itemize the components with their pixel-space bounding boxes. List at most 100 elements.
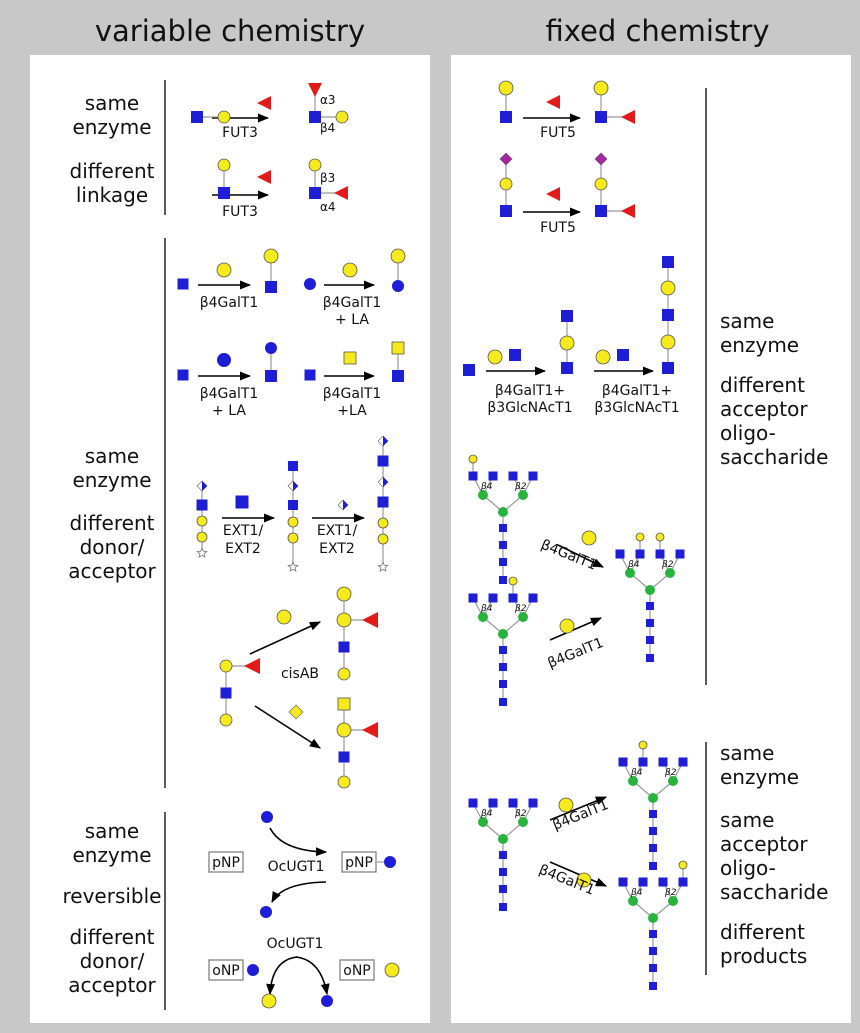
glcnac-square-icon <box>499 868 507 876</box>
enzyme-label-fut3: FUT3 <box>222 204 258 220</box>
galactose-circle-icon <box>219 713 233 727</box>
reaction-arrow <box>249 621 322 655</box>
label-linkage: linkage <box>76 183 148 207</box>
galactose-circle-icon <box>276 609 292 625</box>
enzyme-label-ext1: EXT1/ <box>317 523 358 539</box>
mannose-circle-icon <box>478 817 488 827</box>
galactose-circle-icon <box>384 962 400 978</box>
mannose-circle-icon <box>628 776 638 786</box>
fucose-triangle-icon <box>621 204 635 218</box>
fucose-triangle-icon <box>546 95 560 109</box>
glcnac-square-icon <box>646 602 654 610</box>
galactose-circle-icon <box>216 262 232 278</box>
glcnac-square-icon <box>309 187 321 199</box>
galactose-circle-icon <box>342 262 358 278</box>
label-different: different <box>70 511 155 535</box>
linkage-label: β4 <box>320 121 335 135</box>
linkage-label: α4 <box>320 200 336 214</box>
glcnac-square-icon <box>304 369 316 381</box>
glcnac-square-icon <box>265 370 277 382</box>
reaction-arrow <box>254 705 321 749</box>
glcnac-square-icon <box>377 455 389 467</box>
glcnac-square-icon <box>499 558 507 566</box>
glcnac-square-icon <box>235 495 249 509</box>
fucose-triangle-icon <box>257 96 271 110</box>
onp-label: oNP <box>343 963 370 979</box>
glcnac-square-icon <box>338 641 350 653</box>
galactose-circle-icon <box>558 797 574 813</box>
glcnac-square-icon <box>595 205 607 217</box>
galnac-square-icon <box>391 341 405 355</box>
glcnac-square-icon <box>500 205 512 217</box>
glcnac-square-icon <box>468 798 478 808</box>
label-same: same <box>85 444 139 468</box>
label-acceptor: acceptor <box>720 397 808 421</box>
galactose-circle-icon <box>336 586 352 602</box>
glcnac-square-icon <box>508 593 518 603</box>
glcnac-square-icon <box>649 964 657 972</box>
mannose-circle-icon <box>645 585 655 595</box>
galactose-circle-icon <box>678 860 688 870</box>
label-reversible: reversible <box>63 884 162 908</box>
galactose-circle-icon <box>377 533 389 545</box>
enzyme-label-ocugt1: OcUGT1 <box>268 859 325 875</box>
glcnac-square-icon <box>678 877 688 887</box>
galactose-circle-icon <box>335 110 349 124</box>
label-donor: donor/ <box>80 949 145 973</box>
mannose-circle-icon <box>478 612 488 622</box>
glcnac-square-icon <box>649 930 657 938</box>
glcnac-square-icon <box>528 798 538 808</box>
glcnac-square-icon <box>649 982 657 990</box>
label-enzyme: enzyme <box>72 468 151 492</box>
enzyme-label-cisab: cisAB <box>281 666 319 682</box>
glcnac-square-icon <box>635 549 645 559</box>
reaction-arrow <box>549 796 608 821</box>
glcnac-square-icon <box>288 500 298 510</box>
glucose-circle-icon <box>392 280 404 292</box>
reaction-arrow <box>295 956 330 996</box>
enzyme-label-la: + LA <box>335 312 369 328</box>
galactose-circle-icon <box>390 248 406 264</box>
glcnac-square-icon <box>617 349 629 361</box>
label-acceptor: acceptor <box>68 559 156 583</box>
enzyme-label-fut3: FUT3 <box>222 125 258 141</box>
glcnac-square-icon <box>218 187 230 199</box>
glucose-circle-icon <box>247 964 259 976</box>
galactose-circle-icon <box>287 516 299 528</box>
glcnac-square-icon <box>561 310 573 322</box>
reaction-arrow <box>557 544 605 568</box>
glucose-circle-icon <box>321 995 333 1007</box>
enzyme-label-b4galt1: β4GalT1 <box>200 295 259 311</box>
pnp-box <box>341 851 377 873</box>
linkage-label: β4 <box>480 809 493 819</box>
glcnac-square-icon <box>662 362 674 374</box>
galactose-circle-icon <box>468 454 478 464</box>
label-enzyme: enzyme <box>720 765 799 789</box>
mannose-circle-icon <box>478 490 488 500</box>
fucose-triangle-icon <box>362 722 378 738</box>
glcnac-square-icon <box>561 362 573 374</box>
linkage-label: β2 <box>514 482 527 492</box>
pnp-label: pNP <box>345 855 373 871</box>
galactose-circle-icon <box>263 248 279 264</box>
linkage-label: β2 <box>661 560 674 570</box>
linkage-label: β2 <box>514 604 527 614</box>
label-same: same <box>720 309 774 333</box>
glcnac-square-icon <box>658 877 668 887</box>
glcnac-square-icon <box>309 111 321 123</box>
fucose-triangle-icon <box>334 186 348 200</box>
glcnac-square-icon <box>499 524 507 532</box>
galactose-circle-icon <box>219 659 233 673</box>
enzyme-label-b4galt1: β4GalT1 <box>200 386 259 402</box>
pnp-label: pNP <box>212 855 240 871</box>
galactose-circle-icon <box>660 334 676 350</box>
galactose-circle-icon <box>638 740 648 750</box>
linkage-label: β4 <box>627 560 640 570</box>
label-oligo: oligo- <box>720 421 776 445</box>
enzyme-label-b3glcnact1: β3GlcNAcT1 <box>594 400 679 416</box>
onp-box <box>339 959 375 981</box>
glcnac-square-icon <box>499 851 507 859</box>
linkage-label: β2 <box>664 888 677 898</box>
label-saccharide: saccharide <box>720 445 828 469</box>
